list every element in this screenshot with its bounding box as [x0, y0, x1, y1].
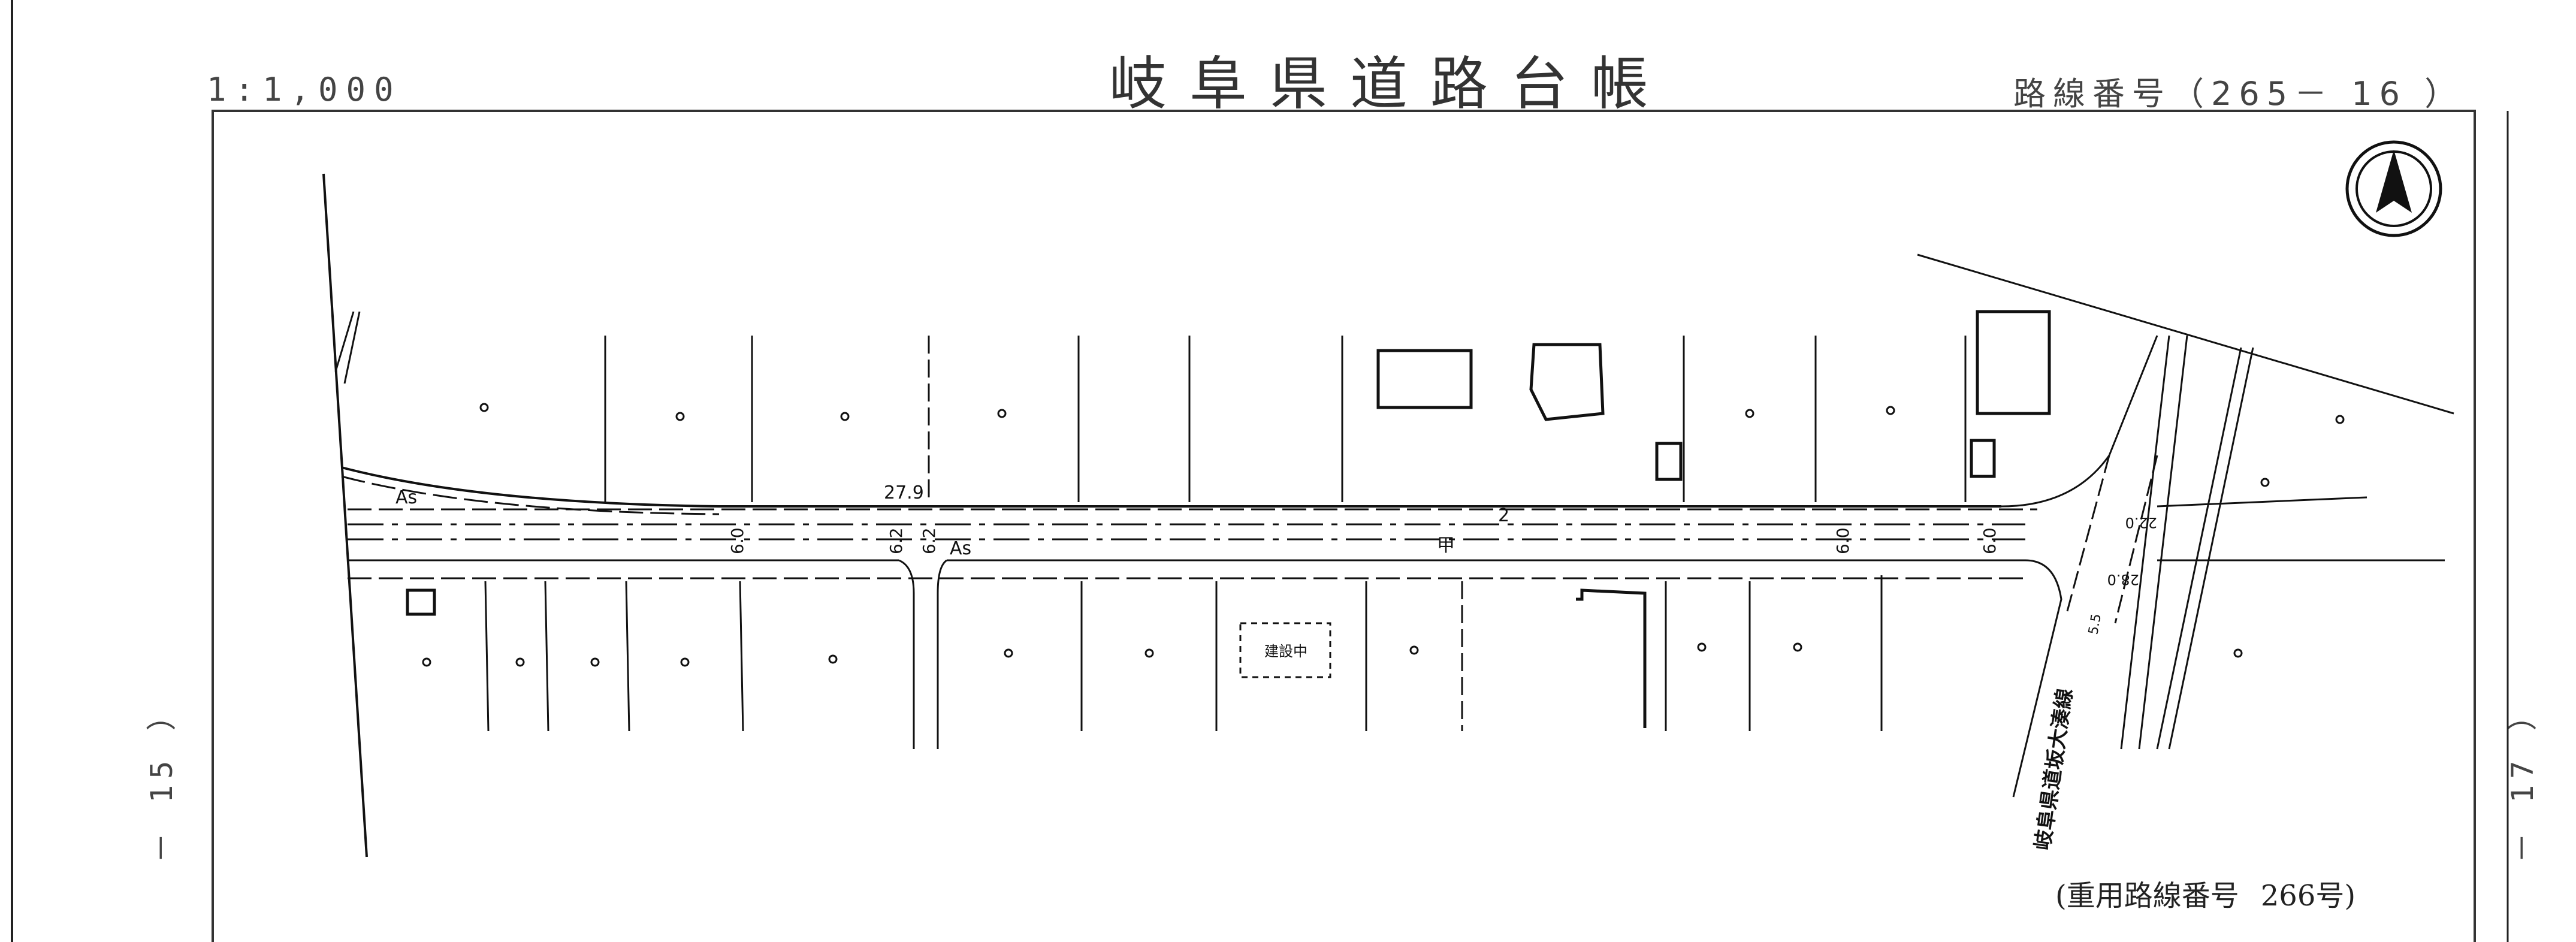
cross-label-3: 5.5: [2086, 612, 2104, 636]
scale-label: 1:1,000: [207, 71, 402, 108]
width-label-e: 6.0: [1980, 527, 2000, 554]
left-road: [322, 173, 368, 858]
overlap-label: (重用路線番号: [2055, 879, 2239, 913]
main-road: [341, 466, 2037, 579]
surface-label-left: As: [395, 487, 417, 508]
tree-symbols: [422, 403, 2345, 667]
width-label-b: 6.2: [886, 527, 906, 554]
route-number: 路線番号（265－ 16 ）: [2013, 75, 2465, 113]
width-label-f: 2: [1498, 505, 1509, 526]
map-frame: [212, 110, 2476, 942]
overlap-value: 266号): [2260, 879, 2356, 913]
construction-site: [1239, 622, 1331, 678]
cross-label-1: 22.0: [2125, 514, 2157, 531]
side-road-small: [898, 559, 947, 749]
width-label-top: 27.9: [884, 482, 924, 503]
page-title: 岐阜県道路台帳: [1109, 50, 1671, 117]
cross-label-2: 28.0: [2107, 571, 2139, 588]
junction: [1917, 253, 2454, 798]
width-label-c: 6.2: [919, 527, 939, 554]
parcel-lines-north: [604, 336, 1967, 502]
parcel-mark: 甲: [1437, 535, 1455, 556]
width-label-d: 6.0: [1833, 527, 1853, 554]
width-label-a: 6.0: [727, 527, 747, 554]
north-arrow-icon: [2345, 140, 2442, 237]
side-road-name: 岐阜県道坂大湊線: [2031, 687, 2077, 852]
surface-label-mid: As: [950, 538, 971, 559]
parcel-lines-south: [484, 575, 1883, 732]
overlap-route-note: (重用路線番号 266号): [2055, 872, 2355, 914]
construction-label: 建設中: [1264, 643, 1307, 660]
buildings: [406, 310, 2051, 728]
